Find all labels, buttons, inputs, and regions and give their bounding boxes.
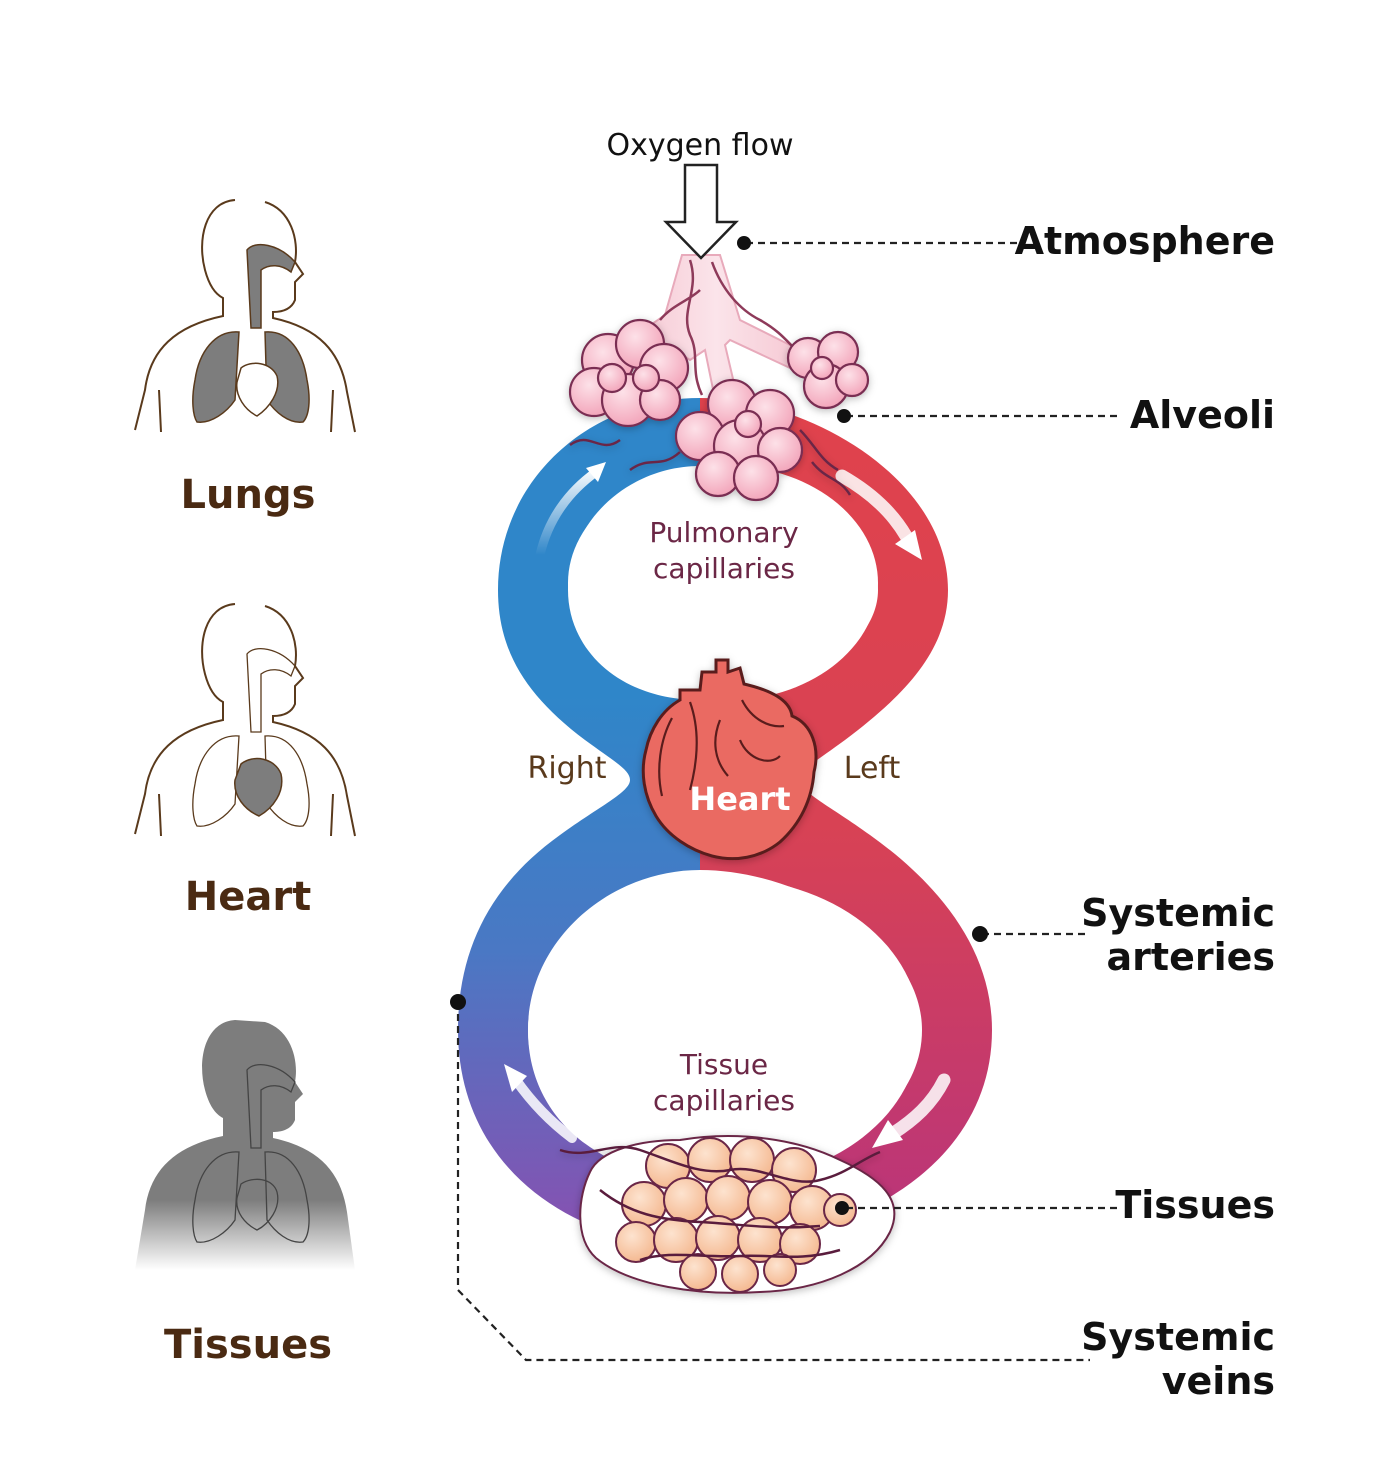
airway-shape [246,243,296,329]
body-figures: Lungs Heart Tissues [134,199,356,1368]
leader-systemic-veins [456,1002,1090,1362]
tissue-capillary-vessels [559,1145,881,1262]
leader-lines [450,236,1120,1362]
venous-loop [458,398,700,1248]
heart-outline-small [236,362,279,417]
flow-arrow-down-right-lower-head [872,1120,903,1148]
heart-shape [641,658,818,861]
heart-detail-lines [658,699,785,797]
oxygen-flow-arrow [663,163,739,260]
flow-arrow-up-left-lower [511,1075,577,1143]
label-pulmonary-capillaries-line1: Pulmonary [649,516,798,549]
lungs-shape [192,331,310,423]
pulmonary-capillary-vessels [569,429,852,496]
lungs-outline-heart-fig [192,648,310,827]
dot-alveoli [837,409,851,423]
flow-arrow-down-right-upper [835,469,913,543]
label-tissue-capillaries-line1: Tissue [679,1048,768,1081]
body-outline-lungs [134,199,356,433]
tissue-cluster [559,1135,896,1294]
body-outline-heart [134,603,356,837]
alveoli-clusters [568,318,870,502]
dot-systemic-arteries [972,926,988,942]
body-figure-tissues [135,1020,355,1270]
heart-highlight [234,757,283,817]
label-systemic-arteries-line2: arteries [1107,935,1275,979]
lower-loop-opening [528,878,920,1182]
label-systemic-veins-line2: veins [1162,1359,1275,1403]
circulation-loops [458,398,992,1248]
flow-arrow-up-left-upper [535,467,601,560]
upper-loop-opening [568,465,878,701]
body-figure-heart [134,603,356,837]
alveoli-cluster-center [674,378,804,502]
flow-arrows [504,462,951,1148]
flow-arrow-down-right-lower [885,1073,951,1141]
diagram-labels: Oxygen flow Atmosphere Alveoli Systemic … [528,128,1276,1403]
label-systemic-arteries-line1: Systemic [1081,891,1275,935]
label-oxygen-flow: Oxygen flow [607,128,794,163]
alveoli-cluster-right [786,330,870,410]
flow-arrow-up-left-upper-head [586,462,606,482]
body-figure-lungs [134,199,356,433]
label-atmosphere: Atmosphere [1015,219,1275,263]
figure-label-lungs: Lungs [181,472,316,518]
arterial-loop [700,398,992,1248]
figure-label-heart: Heart [185,874,311,920]
tissue-cells [615,1137,857,1293]
label-tissue-capillaries-line2: capillaries [653,1084,795,1117]
label-right-side: Right [528,751,607,786]
dot-tissues [835,1201,849,1215]
label-alveoli: Alveoli [1130,393,1275,437]
flow-arrow-down-right-upper-head [895,530,922,560]
figure-label-tissues: Tissues [164,1322,332,1368]
label-heart-center: Heart [689,780,790,818]
organs-outline-tissues [192,1064,310,1243]
label-left-side: Left [844,751,901,786]
body-silhouette-tissues [135,1020,355,1270]
heart-illustration [641,658,818,861]
dot-systemic-veins [450,994,466,1010]
label-tissues-right: Tissues [1115,1183,1275,1227]
flow-arrow-up-left-lower-head [504,1064,527,1092]
label-pulmonary-capillaries-line2: capillaries [653,552,795,585]
label-systemic-veins-line1: Systemic [1081,1315,1275,1359]
dot-atmosphere [737,236,751,250]
alveoli-cluster-left [568,318,690,428]
bronchi-vessels [659,259,797,396]
